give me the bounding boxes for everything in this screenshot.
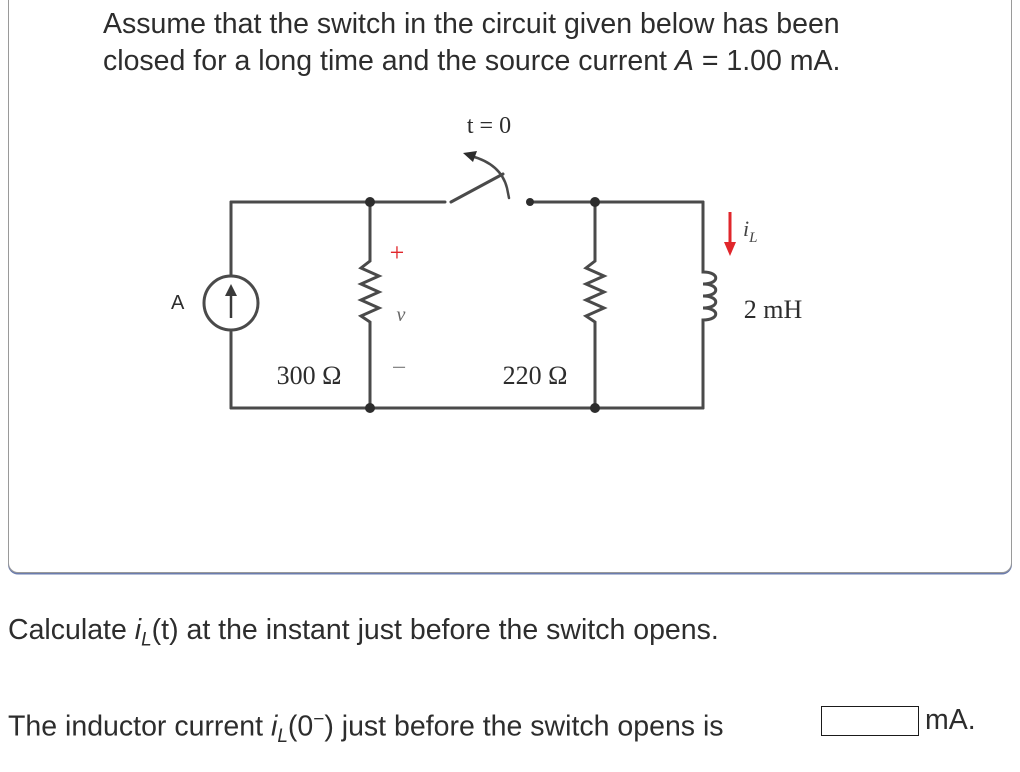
question-end: at the instant just before the switch op… — [178, 614, 719, 646]
answer-argument: (0 — [287, 710, 314, 743]
voltage-minus-sign: − — [392, 353, 407, 382]
problem-card: Assume that the switch in the circuit gi… — [8, 0, 1012, 573]
answer-unit: mA. — [925, 704, 976, 736]
switch-contact — [526, 198, 534, 206]
prompt-line-2-start: closed for a long time and the source cu… — [103, 45, 675, 77]
answer-end: ) just before the switch opens is — [324, 710, 724, 743]
inductor-current-arrow-icon — [724, 212, 736, 256]
prompt-line-2-variable: A — [674, 45, 694, 77]
node-bottom-300 — [365, 403, 375, 413]
answer-input[interactable] — [821, 706, 919, 736]
current-label: iL — [743, 216, 757, 246]
current-label-sub: L — [748, 230, 757, 246]
question-argument: (t) — [151, 614, 179, 646]
answer-start: The inductor current — [8, 710, 271, 743]
switch-arrowhead — [463, 151, 477, 162]
resistor-220 — [582, 200, 608, 410]
question-start: Calculate — [8, 614, 135, 646]
switch-label: t = 0 — [467, 113, 511, 139]
answer-prompt: The inductor current iL(0−) just before … — [8, 702, 724, 755]
switch-actuator-arrow — [469, 154, 511, 200]
problem-prompt: Assume that the switch in the circuit gi… — [103, 6, 983, 80]
resistor-300 — [357, 200, 383, 410]
prompt-line-2-end: = 1.00 mA. — [693, 45, 841, 77]
source-label: A — [171, 292, 185, 314]
inductor-2mh — [701, 200, 718, 410]
inductor-label: 2 mH — [744, 295, 803, 324]
switch-blade — [449, 172, 505, 204]
node-top-300 — [365, 197, 375, 207]
question-subscript: L — [141, 629, 152, 651]
current-source-arrow-icon — [225, 284, 237, 318]
node-top-220 — [590, 197, 600, 207]
prompt-line-1: Assume that the switch in the circuit gi… — [103, 8, 840, 40]
voltage-label: v — [397, 304, 406, 326]
answer-superscript: − — [313, 709, 325, 730]
current-label-var: i — [743, 216, 749, 241]
answer-subscript: L — [277, 726, 288, 748]
node-bottom-220 — [590, 403, 600, 413]
resistor-220-label: 220 Ω — [503, 361, 568, 390]
voltage-plus-sign: + — [390, 238, 405, 267]
circuit-diagram: + v − t = 0 A 300 Ω 220 Ω 2 mH iL — [171, 113, 803, 413]
question-text: Calculate iL(t) at the instant just befo… — [8, 612, 719, 659]
answer-variable: i — [270, 710, 278, 743]
resistor-300-label: 300 Ω — [277, 361, 342, 390]
question-variable: i — [134, 614, 142, 646]
